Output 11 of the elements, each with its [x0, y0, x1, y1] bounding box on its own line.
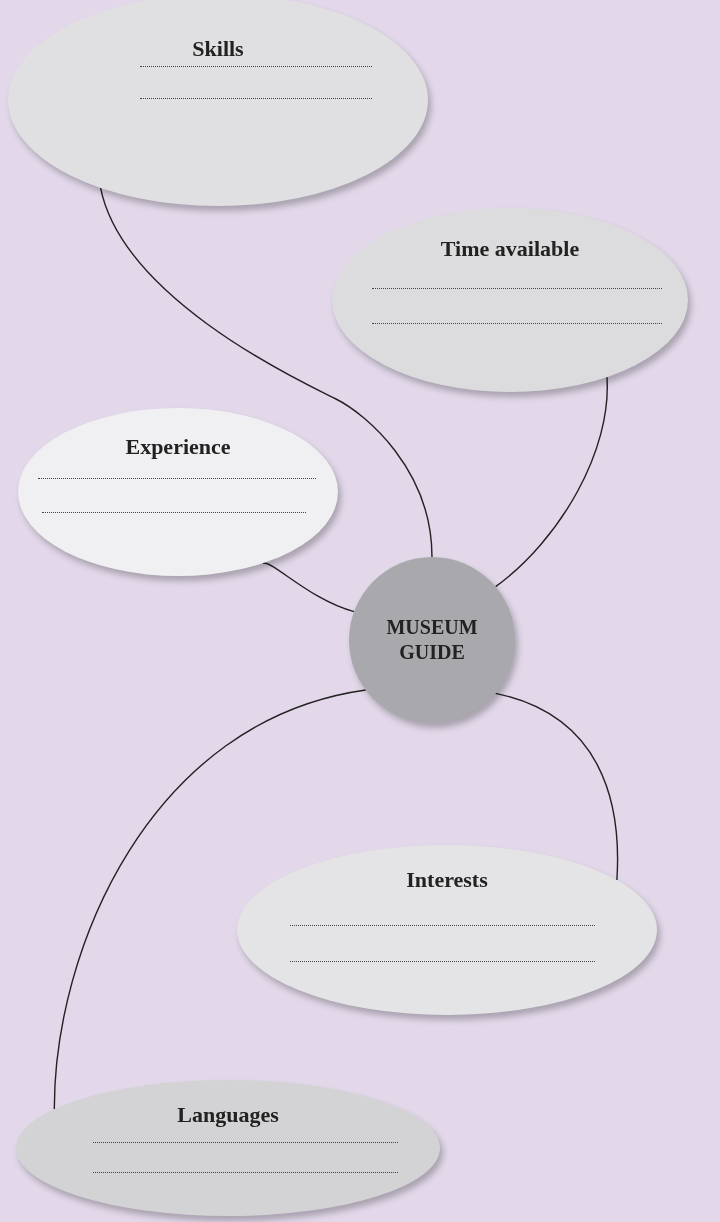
- center-title: MUSEUM GUIDE: [385, 615, 479, 665]
- connector-line: [99, 187, 433, 558]
- connector-line: [262, 562, 355, 613]
- topic-title: Skills: [191, 36, 245, 62]
- topic-title: Experience: [124, 434, 232, 460]
- connector-line: [494, 692, 619, 881]
- connector-line: [53, 689, 367, 1110]
- topic-title: Interests: [405, 867, 489, 893]
- topic-title: Time available: [439, 236, 581, 262]
- topic-title: Languages: [176, 1102, 280, 1128]
- connector-line: [494, 376, 608, 588]
